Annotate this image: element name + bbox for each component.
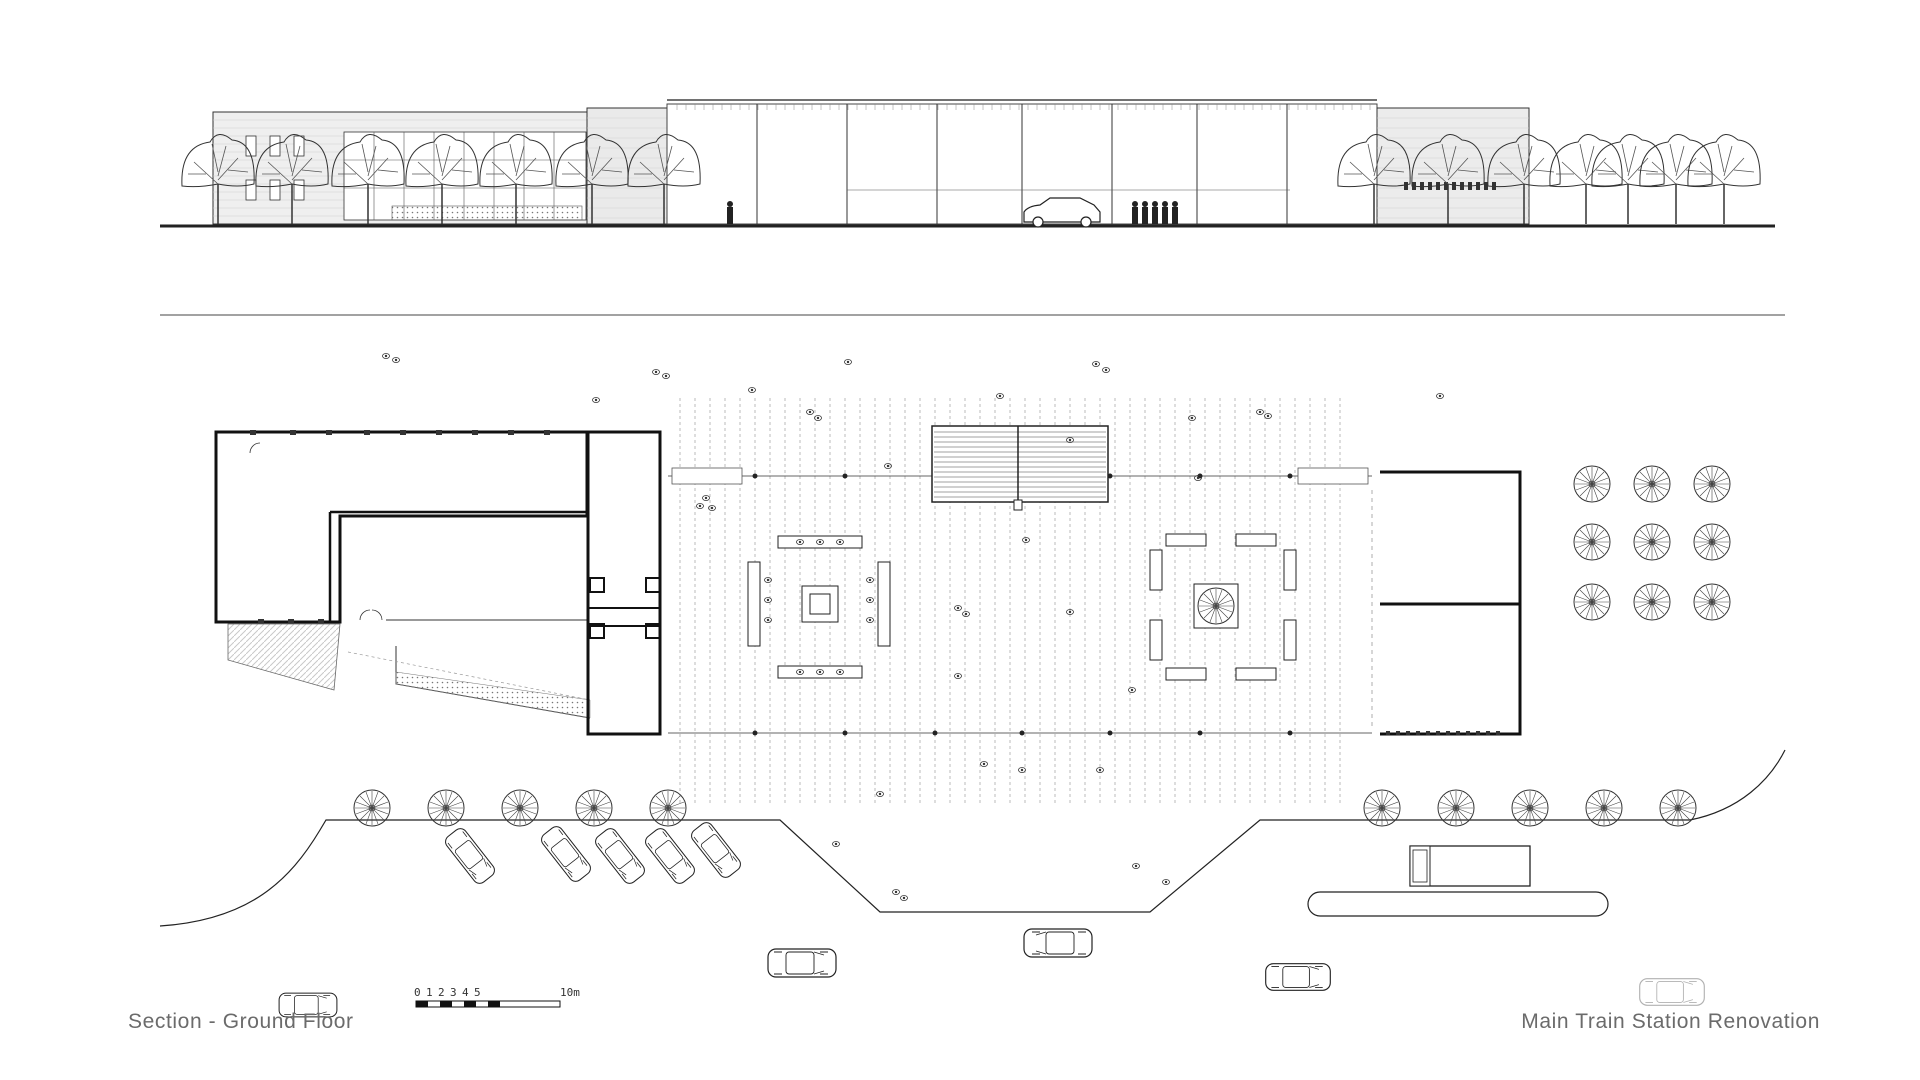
- scale-tick-label: 5: [474, 986, 481, 999]
- scale-tick-label: 4: [462, 986, 469, 999]
- scale-tick-label: 1: [426, 986, 433, 999]
- tree-icon: [1197, 587, 1235, 625]
- drawing-title: Section - Ground Floor: [128, 1010, 354, 1033]
- scale-tick-label: 2: [438, 986, 445, 999]
- bus-icon: [1409, 845, 1531, 887]
- scale-end-label: 10m: [560, 986, 580, 999]
- tree-icon: [353, 465, 1731, 827]
- scale-tick-label: 3: [450, 986, 457, 999]
- elevation-drawing: [160, 99, 1775, 228]
- car-icon: [1023, 197, 1101, 228]
- project-title: Main Train Station Renovation: [1521, 1010, 1820, 1033]
- car-icon: [278, 819, 1331, 1018]
- scale-tick-label: 0: [414, 986, 421, 999]
